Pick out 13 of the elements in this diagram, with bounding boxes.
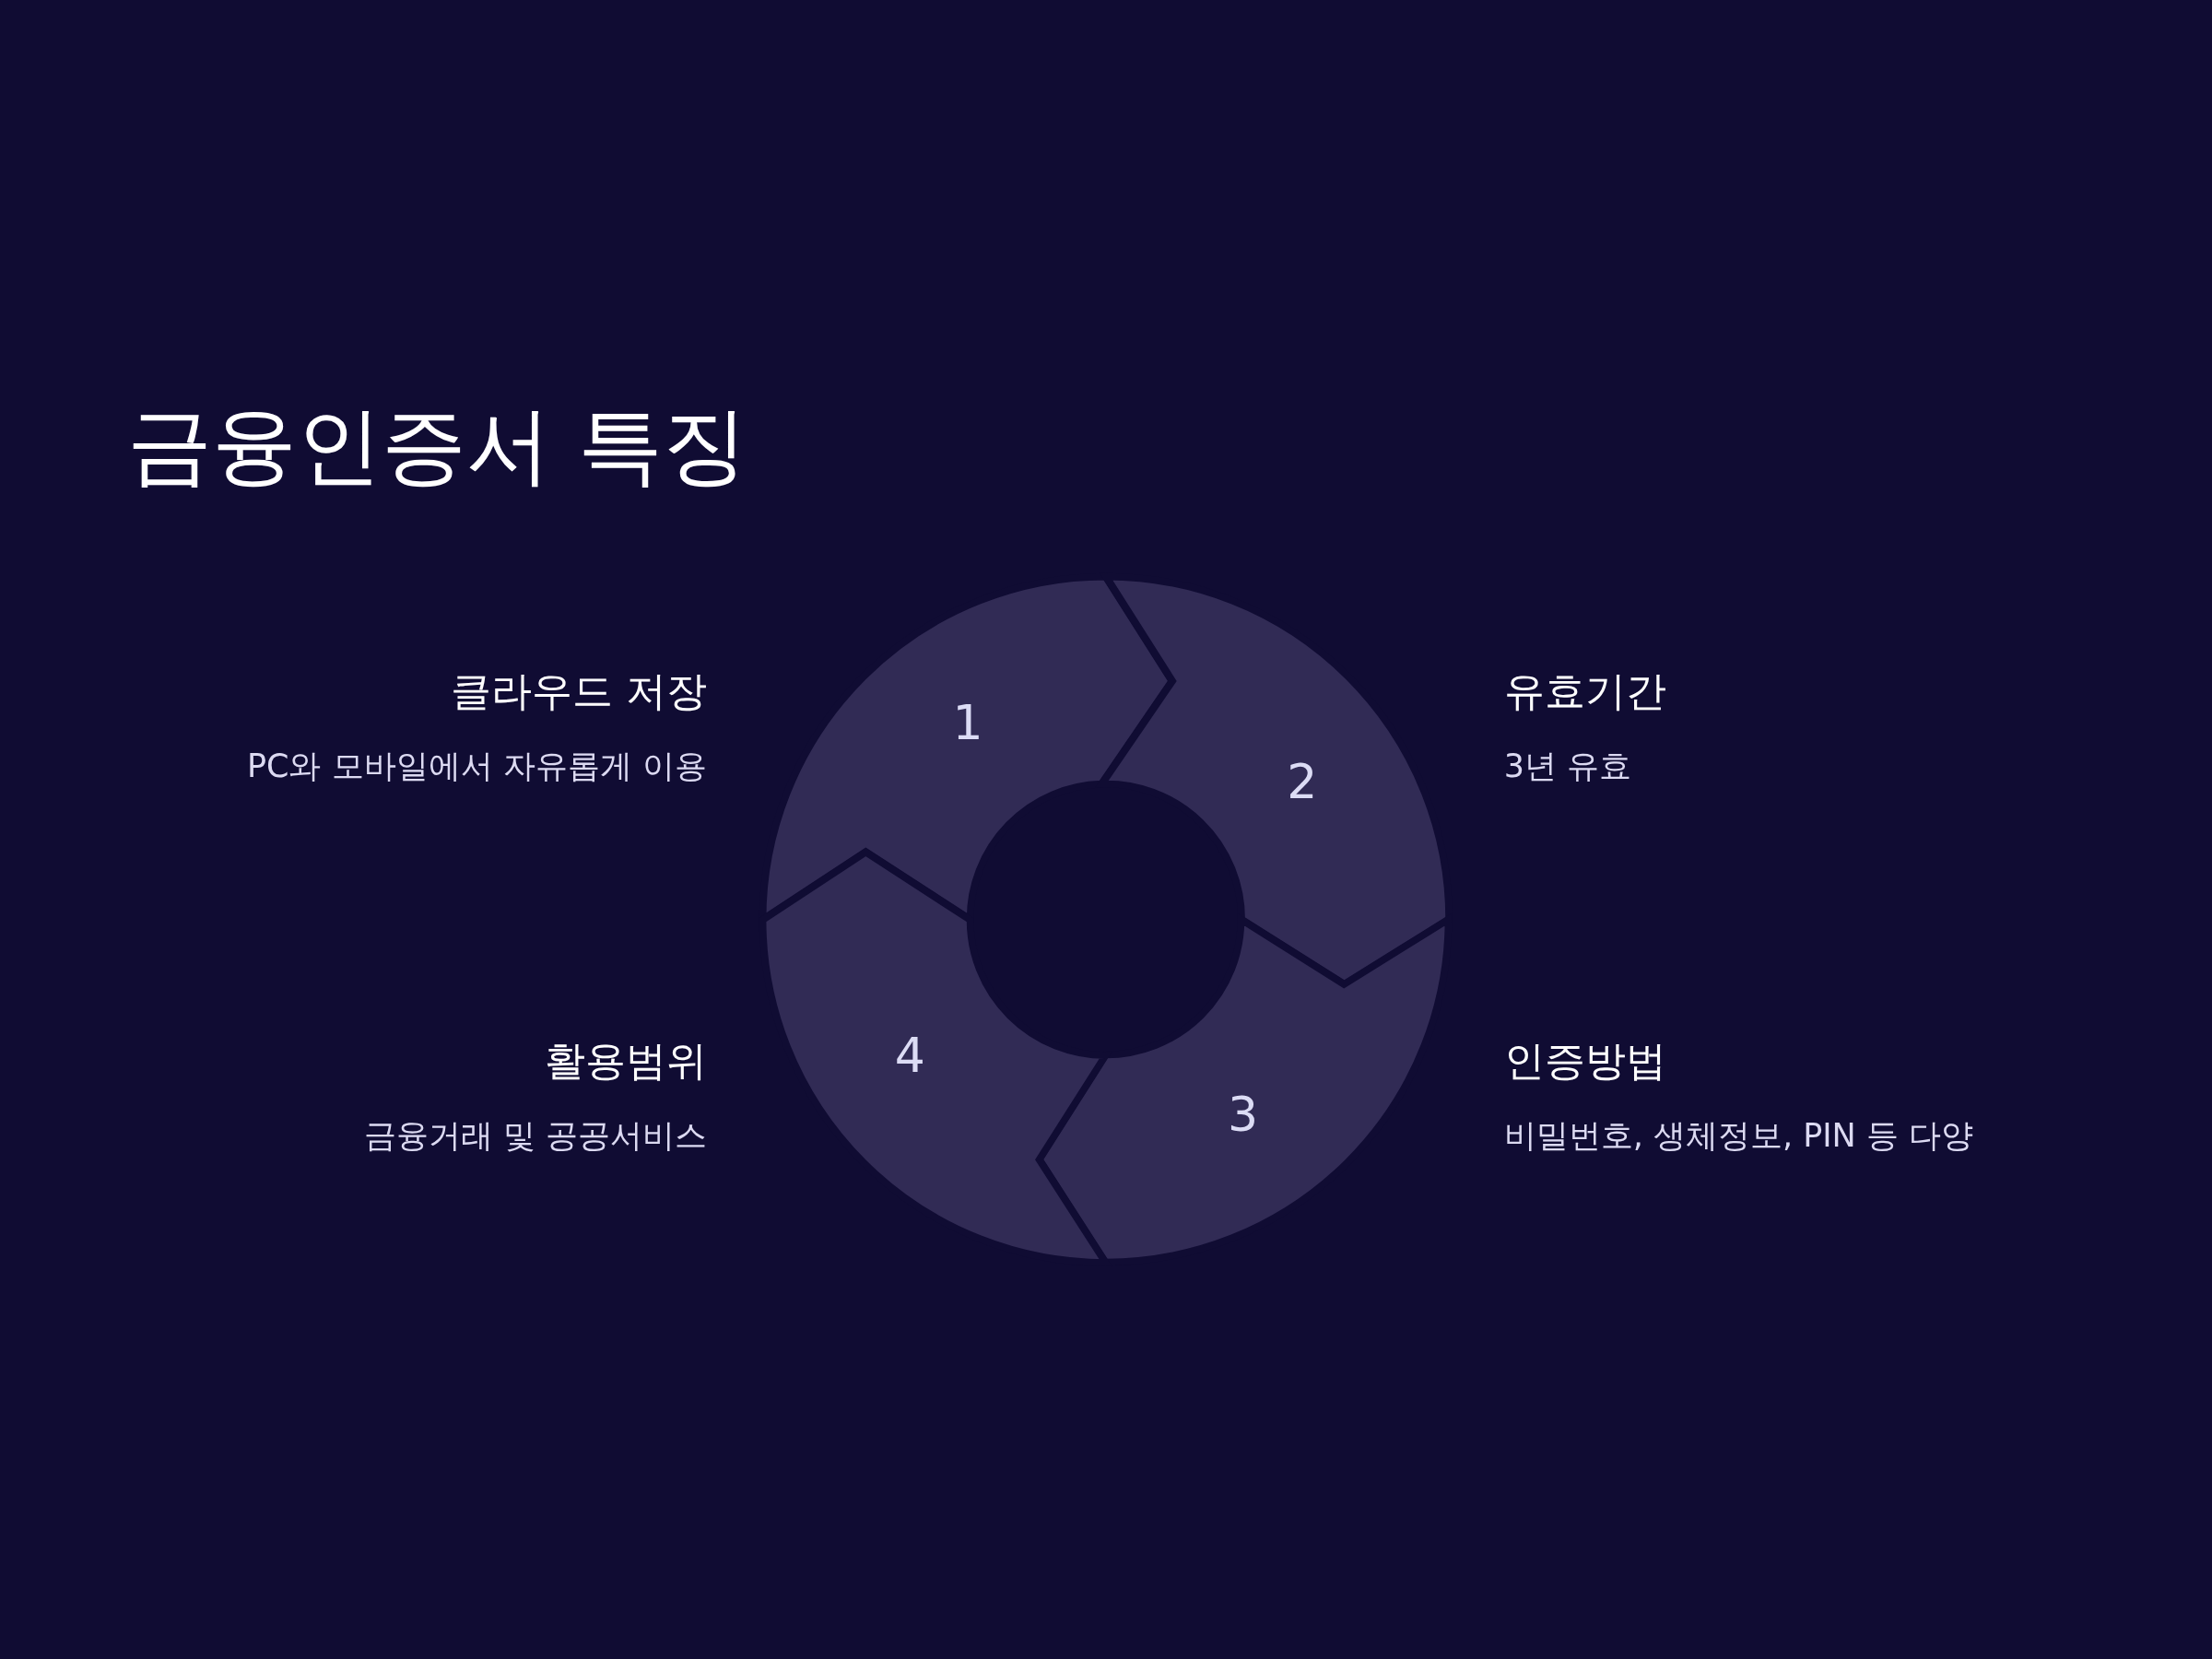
step-number: 4 xyxy=(894,1030,925,1079)
feature-description: PC와 모바일에서 자유롭게 이용 xyxy=(246,749,707,782)
step-number: 1 xyxy=(952,698,983,747)
feature-description: 비밀번호, 생체정보, PIN 등 다양 xyxy=(1503,1119,1973,1152)
feature-heading: 인증방법 xyxy=(1503,1041,1666,1081)
slide-title: 금융인증서 특징 xyxy=(127,404,748,488)
feature-heading: 유효기간 xyxy=(1503,671,1666,712)
feature-heading: 클라우드 저장 xyxy=(450,671,707,712)
step-number: 3 xyxy=(1227,1090,1258,1139)
feature-heading: 활용범위 xyxy=(544,1041,707,1081)
feature-description: 금융거래 및 공공서비스 xyxy=(363,1119,707,1152)
feature-description: 3년 유효 xyxy=(1503,749,1632,782)
step-number: 2 xyxy=(1287,757,1318,806)
